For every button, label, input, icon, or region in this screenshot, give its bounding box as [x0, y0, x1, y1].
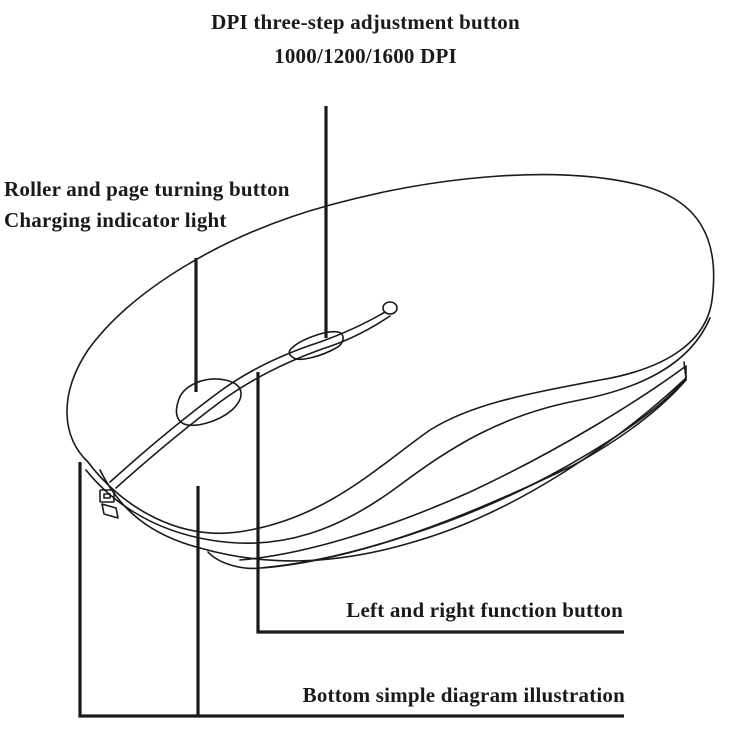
side-port-shape [100, 490, 114, 502]
charging-light-label: Charging indicator light [4, 208, 227, 232]
dpi-button-shape [289, 332, 343, 360]
mouse-base-shell [100, 362, 686, 561]
left-right-button-label: Left and right function button [346, 598, 623, 622]
dpi-values-label: 1000/1200/1600 DPI [274, 44, 457, 68]
leader-left-right [258, 372, 624, 632]
mouse-base-side [240, 366, 686, 568]
side-switch-shape [102, 504, 118, 518]
roller-button-label: Roller and page turning button [4, 177, 290, 201]
mouse-button-split-line-2 [116, 316, 390, 488]
leader-bottom [80, 462, 624, 716]
side-port-detail [104, 494, 110, 498]
mouse-top-shell [67, 175, 714, 534]
mouse-button-split-line [110, 312, 385, 482]
bottom-diagram-label: Bottom simple diagram illustration [302, 683, 625, 707]
charging-light-shape [383, 302, 397, 314]
dpi-button-label: DPI three-step adjustment button [211, 10, 520, 34]
mouse-shell-rim [86, 318, 710, 543]
mouse-base-bottom-edge [208, 378, 686, 568]
scroll-roller-shape [176, 379, 241, 425]
